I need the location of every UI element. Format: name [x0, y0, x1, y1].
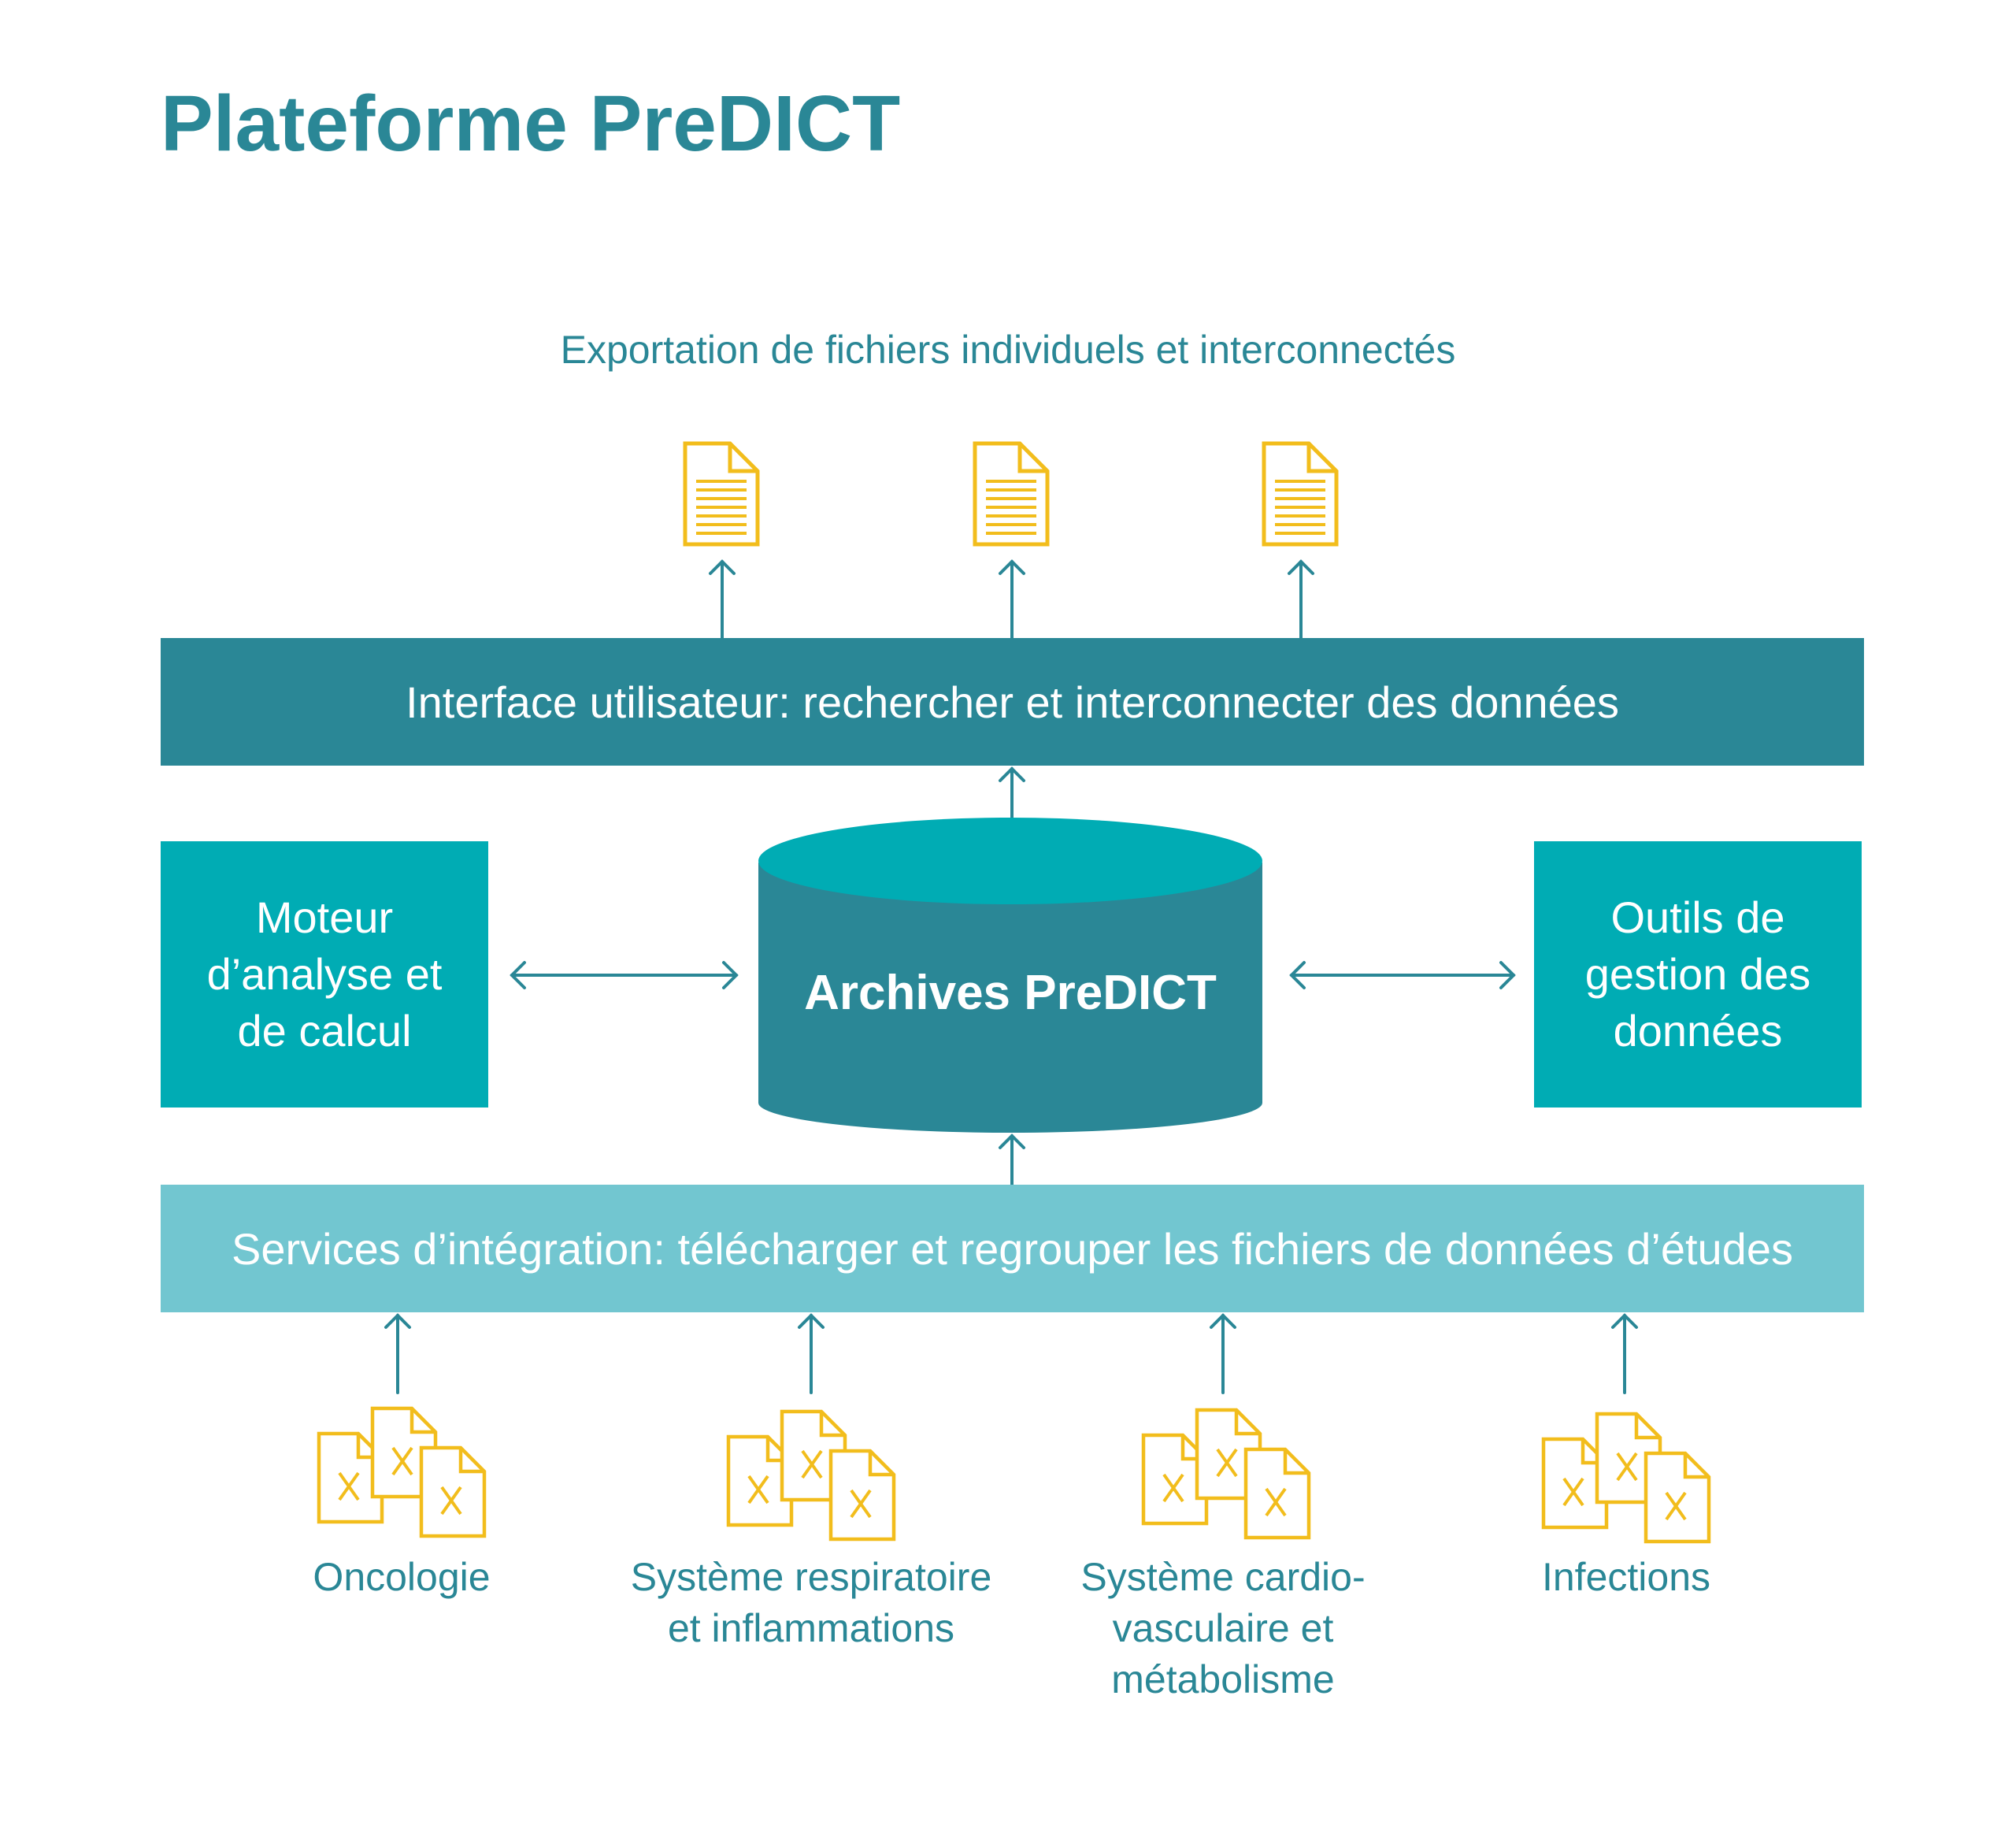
spreadsheet-stack-icon-4 [1544, 1414, 1709, 1542]
analysis-engine-box: Moteur d’analyse et de calcul [161, 841, 488, 1108]
data-tools-box: Outils de gestion des données [1534, 841, 1862, 1108]
arrow-up-icon [798, 1313, 825, 1394]
integration-bar: Services d’intégration: télécharger et r… [161, 1185, 1864, 1312]
integration-label: Services d’intégration: télécharger et r… [232, 1223, 1793, 1274]
export-label: Exportation de fichiers individuels et i… [560, 328, 1456, 372]
arrow-up-icon [1210, 1313, 1236, 1394]
archive-label: Archives PreDICT [804, 966, 1217, 1020]
arrow-up-icon [1288, 559, 1314, 640]
double-arrow-icon [510, 961, 739, 989]
source-label-oncology: Oncologie [313, 1555, 491, 1599]
analysis-engine-label: Moteur d’analyse et de calcul [206, 892, 443, 1056]
spreadsheet-stack-icon-2 [728, 1412, 894, 1539]
arrow-up-icon [1611, 1313, 1638, 1394]
page-title: Plateforme PreDICT [161, 80, 901, 168]
arrow-up-icon [709, 559, 736, 640]
arrow-up-icon [999, 1133, 1025, 1186]
user-interface-bar: Interface utilisateur: rechercher et int… [161, 638, 1864, 766]
arrow-up-icon [999, 766, 1025, 821]
source-label-infections: Infections [1541, 1555, 1710, 1599]
user-interface-label: Interface utilisateur: rechercher et int… [406, 677, 1619, 727]
source-label-respiratory: Système respiratoire et inflammations [630, 1555, 992, 1650]
database-cylinder [758, 818, 1262, 1133]
source-label-cardio: Système cardio- vasculaire et métabolism… [1080, 1555, 1366, 1701]
data-tools-label: Outils de gestion des données [1584, 892, 1811, 1056]
spreadsheet-stack-icon-1 [319, 1408, 484, 1536]
arrow-up-icon [999, 559, 1025, 640]
export-file-icon-2 [975, 443, 1047, 544]
export-file-icon-1 [685, 443, 758, 544]
double-arrow-icon [1289, 961, 1516, 989]
arrow-up-icon [384, 1313, 411, 1394]
export-file-icon-3 [1264, 443, 1336, 544]
spreadsheet-stack-icon-3 [1143, 1410, 1309, 1538]
